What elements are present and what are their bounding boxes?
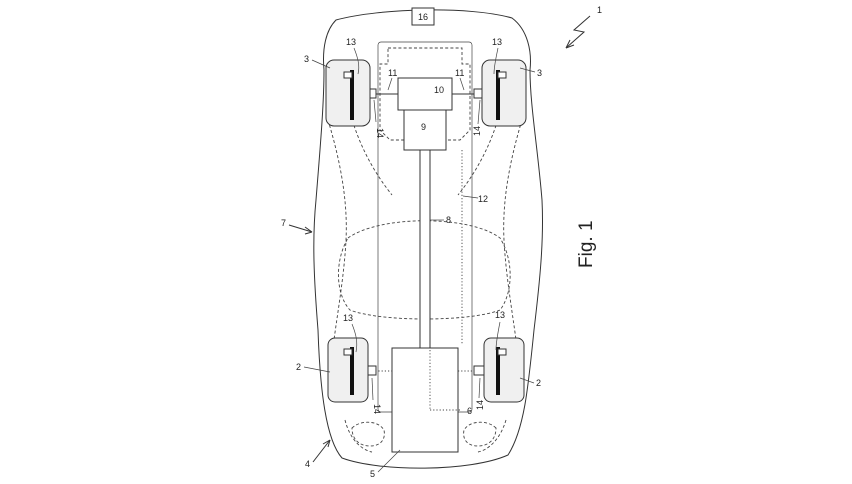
label-14-rl: 14 bbox=[372, 404, 382, 414]
lightning-arrow-1 bbox=[565, 15, 591, 49]
rear-left-wheel bbox=[327, 337, 369, 403]
label-9: 9 bbox=[421, 122, 426, 132]
label-3-right: 3 bbox=[537, 68, 542, 78]
shaft-8 bbox=[419, 149, 431, 349]
left-inner-contour bbox=[327, 119, 347, 371]
label-13-rr: 13 bbox=[495, 310, 505, 320]
rear-left-lamp bbox=[351, 421, 385, 447]
box-16 bbox=[411, 7, 435, 26]
rear-left-disc bbox=[350, 347, 354, 395]
label-14-fl: 14 bbox=[375, 128, 385, 138]
front-right-disc bbox=[496, 70, 500, 120]
label-5: 5 bbox=[370, 469, 375, 479]
label-13-rl: 13 bbox=[343, 313, 353, 323]
label-6: 6 bbox=[467, 406, 472, 416]
front-right-wheel bbox=[481, 59, 527, 127]
label-4: 4 bbox=[305, 459, 310, 469]
label-14-rr: 14 bbox=[475, 400, 485, 410]
label-14-fr: 14 bbox=[472, 126, 482, 136]
right-inner-contour bbox=[503, 119, 523, 371]
component-5 bbox=[391, 347, 459, 453]
label-3-left: 3 bbox=[304, 54, 309, 64]
front-left-disc bbox=[350, 70, 354, 120]
label-2-right: 2 bbox=[536, 378, 541, 388]
front-subframe bbox=[379, 47, 471, 141]
label-13-fl: 13 bbox=[346, 37, 356, 47]
figure-caption: Fig. 1 bbox=[576, 220, 597, 268]
component-9 bbox=[403, 109, 447, 151]
label-7: 7 bbox=[281, 218, 286, 228]
label-12: 12 bbox=[478, 194, 488, 204]
label-1: 1 bbox=[597, 5, 602, 15]
front-left-wheel bbox=[325, 59, 371, 127]
rear-right-lamp bbox=[463, 421, 497, 447]
car-body-outline bbox=[313, 9, 544, 469]
rear-right-disc bbox=[496, 347, 500, 395]
label-11-left: 11 bbox=[388, 68, 397, 78]
label-13-fr: 13 bbox=[492, 37, 502, 47]
label-11-right: 11 bbox=[455, 68, 464, 78]
label-2-left: 2 bbox=[296, 362, 301, 372]
label-8: 8 bbox=[446, 215, 451, 225]
label-10: 10 bbox=[434, 85, 444, 95]
rear-left-curve bbox=[344, 419, 373, 453]
rear-right-wheel bbox=[483, 337, 525, 403]
rear-right-curve bbox=[477, 419, 507, 453]
label-16: 16 bbox=[418, 12, 428, 22]
